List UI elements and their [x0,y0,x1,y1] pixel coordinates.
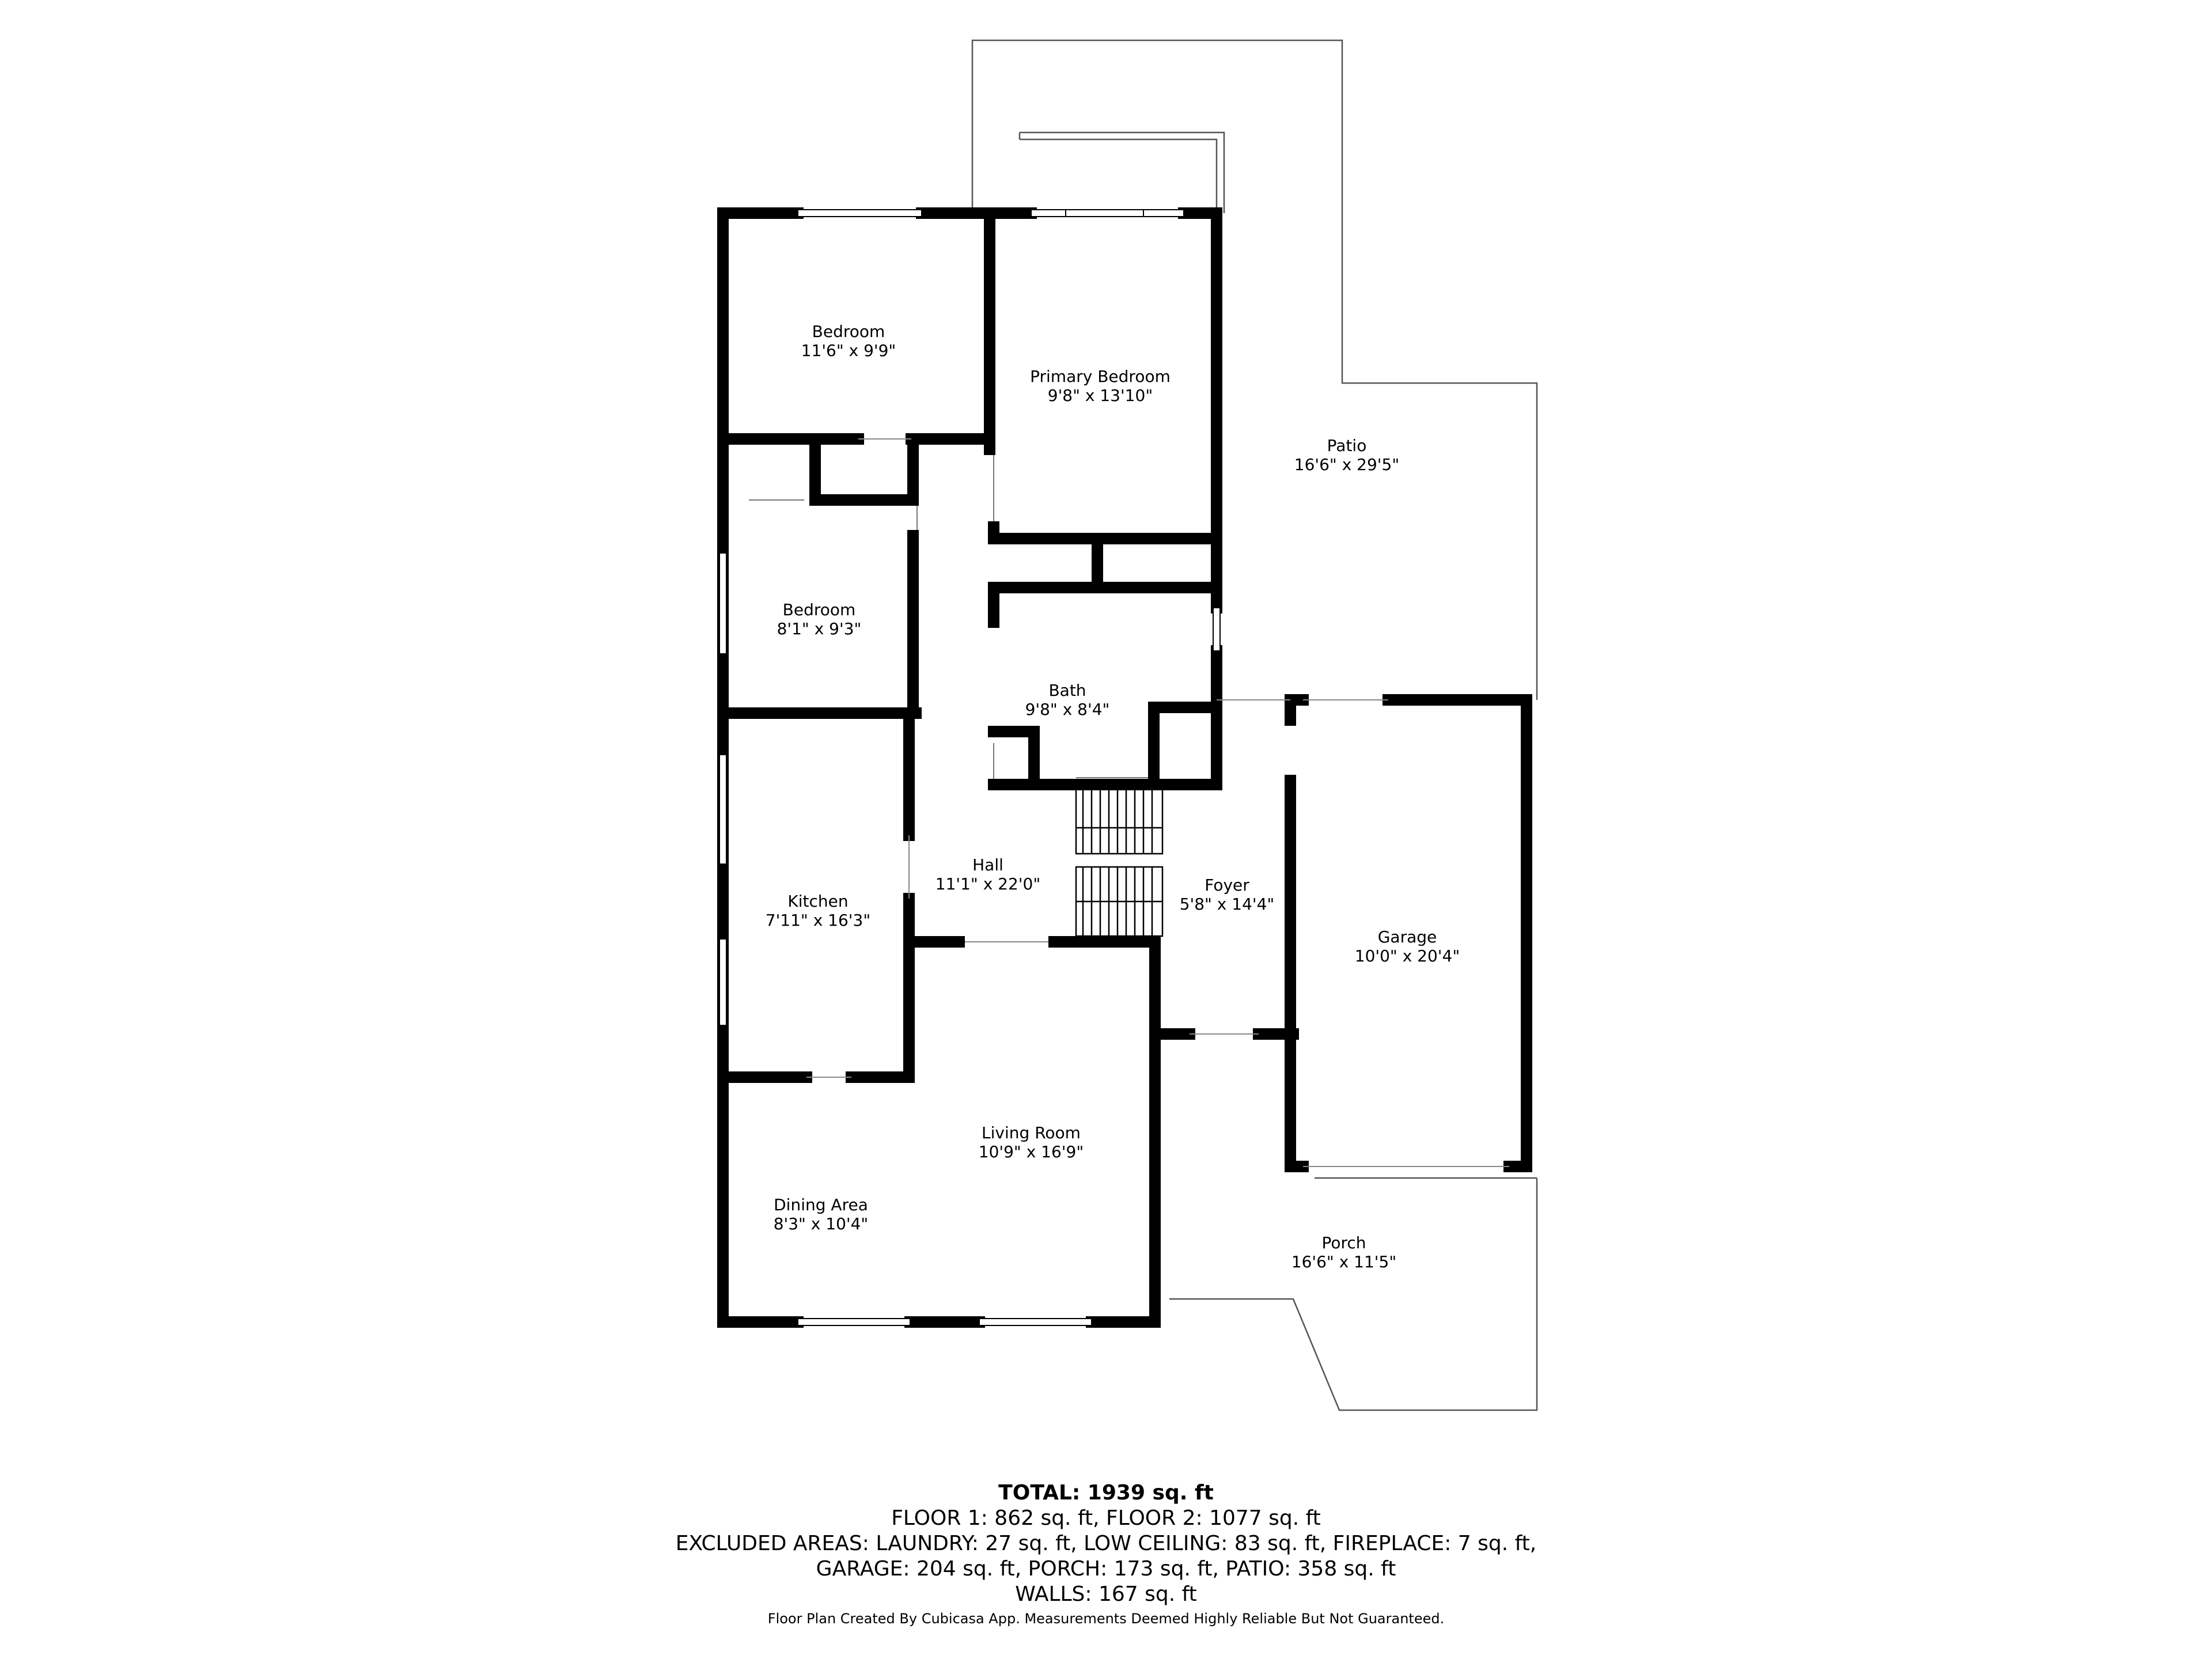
summary-total: TOTAL: 1939 sq. ft [998,1481,1214,1505]
room-dims-bath: 9'8" x 8'4" [1025,700,1110,719]
walls [717,207,1532,1328]
room-label-primary-bedroom: Primary Bedroom [1030,367,1171,386]
stairs [1075,783,1164,937]
room-label-bedroom-1: Bedroom [812,322,885,341]
room-label-dining-area: Dining Area [774,1195,868,1214]
room-label-patio: Patio [1327,436,1367,455]
summary-walls: WALLS: 167 sq. ft [1015,1582,1197,1606]
porch-outline [1169,1177,1538,1411]
summary-floors: FLOOR 1: 862 sq. ft, FLOOR 2: 1077 sq. f… [891,1506,1321,1530]
room-dims-dining-area: 8'3" x 10'4" [774,1214,869,1233]
room-dims-primary-bedroom: 9'8" x 13'10" [1048,386,1153,405]
door-openings [806,438,1509,1167]
room-dims-kitchen: 7'11" x 16'3" [766,911,870,930]
room-dims-bedroom-1: 11'6" x 9'9" [801,341,896,360]
summary-excluded-2: GARAGE: 204 sq. ft, PORCH: 173 sq. ft, P… [816,1557,1396,1581]
room-dims-hall: 11'1" x 22'0" [935,874,1040,893]
room-label-bedroom-2: Bedroom [783,600,856,619]
room-dims-garage: 10'0" x 20'4" [1355,946,1460,965]
room-label-kitchen: Kitchen [787,892,848,911]
area-summary: TOTAL: 1939 sq. ft FLOOR 1: 862 sq. ft, … [0,1480,2212,1607]
patio-outline [971,39,1538,700]
room-label-bath: Bath [1048,681,1086,700]
room-label-garage: Garage [1378,927,1437,946]
windows [719,209,1221,1326]
room-dims-porch: 16'6" x 11'5" [1291,1252,1396,1271]
room-dims-bedroom-2: 8'1" x 9'3" [777,619,862,638]
room-label-porch: Porch [1321,1233,1366,1252]
room-label-hall: Hall [972,855,1003,874]
room-dims-living-room: 10'9" x 16'9" [979,1142,1084,1161]
room-label-living-room: Living Room [982,1123,1081,1142]
summary-excluded-1: EXCLUDED AREAS: LAUNDRY: 27 sq. ft, LOW … [675,1532,1537,1555]
room-labels: Bedroom 11'6" x 9'9" Primary Bedroom 9'8… [766,322,1460,1271]
credit-note: Floor Plan Created By Cubicasa App. Meas… [767,1611,1445,1627]
room-label-foyer: Foyer [1205,876,1249,895]
room-dims-patio: 16'6" x 29'5" [1294,455,1399,474]
room-dims-foyer: 5'8" x 14'4" [1180,895,1275,914]
